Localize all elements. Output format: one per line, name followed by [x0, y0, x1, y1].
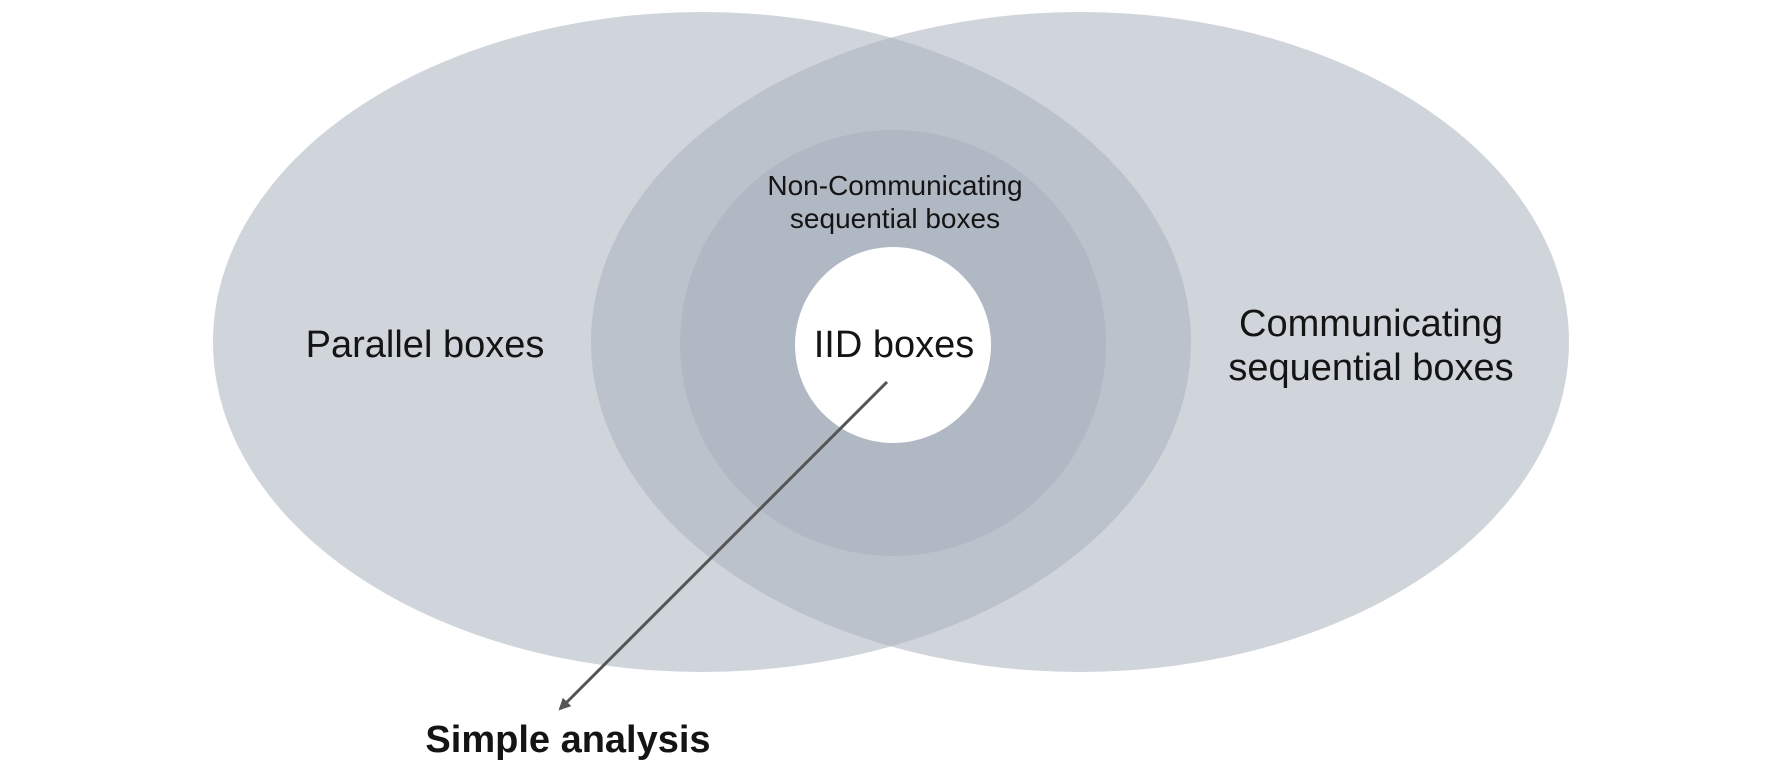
communicating-label-line2: sequential boxes: [1228, 347, 1513, 389]
parallel-boxes-label: Parallel boxes: [306, 324, 545, 366]
iid-boxes-label: IID boxes: [814, 324, 975, 366]
communicating-sequential-boxes-ellipse: [591, 12, 1569, 672]
simple-analysis-label: Simple analysis: [425, 719, 710, 761]
simple-analysis-arrow: [558, 380, 889, 711]
non-communicating-label-line1: Non-Communicating: [767, 170, 1022, 201]
non-communicating-label-line2: sequential boxes: [790, 203, 1000, 234]
iid-boxes-circle: [795, 247, 991, 443]
communicating-label-line1: Communicating: [1239, 303, 1503, 345]
